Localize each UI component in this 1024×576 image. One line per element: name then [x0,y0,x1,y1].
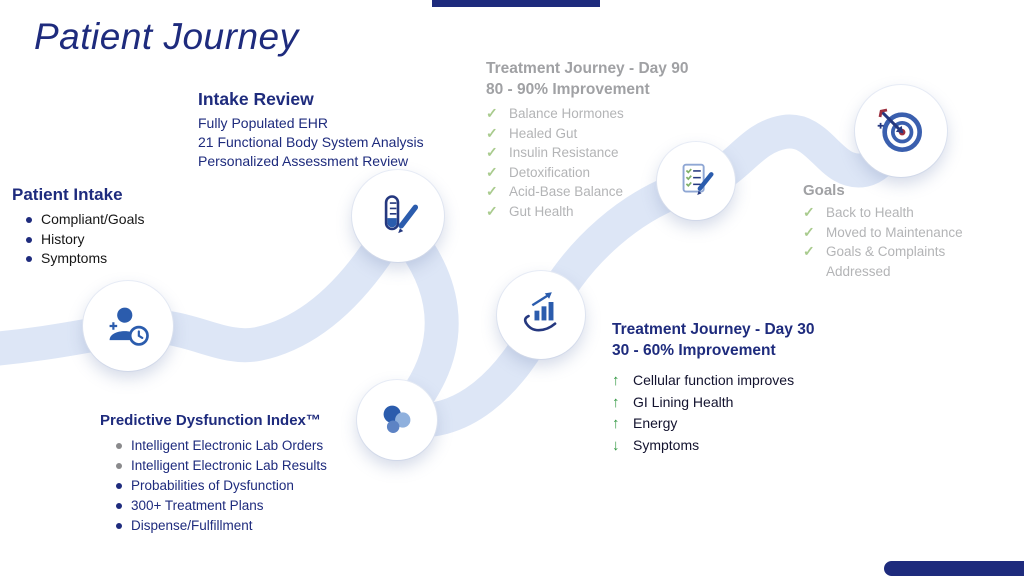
list-item: 300+ Treatment Plans [100,496,400,516]
day30-heading: Treatment Journey - Day 30 [612,321,815,338]
pdi-heading: Predictive Dysfunction Index™ [100,412,321,429]
bullet-icon [116,503,122,509]
page-title: Patient Journey [34,16,299,57]
section-patient-intake: Patient Intake Compliant/Goals History S… [12,185,207,269]
list-item: Fully Populated EHR [198,115,328,131]
list-item: ✓ Moved to Maintenance [803,223,981,243]
node-day30 [497,271,585,359]
target-dart-icon [877,108,922,152]
list-item: History [12,230,207,250]
patient-icon [109,307,149,346]
list-item: ↑ GI Lining Health [612,393,734,411]
bullet-icon [116,523,122,529]
top-accent-bar [432,0,600,7]
section-day90: Treatment Journey - Day 90 80 - 90% Impr… [486,59,726,221]
list-item: ✓ Healed Gut [486,124,726,144]
hand-growth-chart-icon [523,292,557,332]
check-icon: ✓ [486,202,498,219]
day30-subheading: 30 - 60% Improvement [612,342,776,359]
up-arrow-icon: ↑ [612,393,620,411]
section-intake-review: Intake Review Fully Populated EHR 21 Fun… [198,89,466,171]
patient-intake-heading: Patient Intake [12,185,123,204]
checklist-pencil-icon [682,163,714,195]
list-item: ✓ Balance Hormones [486,104,726,124]
node-pdi [357,380,437,460]
day90-subheading: 80 - 90% Improvement [486,80,650,98]
section-pdi: Predictive Dysfunction Index™ Intelligen… [100,412,400,536]
check-icon: ✓ [486,144,498,160]
test-tube-pencil-icon [384,195,419,234]
intake-review-heading: Intake Review [198,89,314,109]
goals-heading: Goals [803,182,845,199]
list-item: ↑ Cellular function improves [612,372,795,389]
check-icon: ✓ [486,105,498,121]
check-icon: ✓ [486,183,498,199]
up-arrow-icon: ↑ [612,415,620,432]
bullet-icon [116,483,122,489]
molecules-icon [383,405,411,433]
list-item: ✓ Gut Health [486,202,726,222]
list-item: Probabilities of Dysfunction [100,476,400,496]
list-item: ✓ Back to Health [803,203,981,223]
node-intake-review [352,170,444,262]
list-item: ✓ Detoxification [486,163,726,183]
list-item: ✓ Acid-Base Balance [486,182,726,202]
list-item: Intelligent Electronic Lab Orders [100,436,400,456]
down-arrow-icon: ↓ [612,436,620,454]
day90-heading: Treatment Journey - Day 90 [486,60,689,77]
list-item: ↓ Symptoms [612,436,700,454]
list-item: Compliant/Goals [12,210,207,230]
check-icon: ✓ [486,124,498,141]
node-day90 [657,142,735,220]
node-patient-intake [83,281,173,371]
bullet-icon [26,236,32,243]
list-item: ✓ Insulin Resistance [486,143,726,163]
bullet-icon [116,463,122,469]
list-item: Personalized Assessment Review [198,153,409,169]
list-item: 21 Functional Body System Analysis [198,134,424,150]
list-item: ↑ Energy [612,415,678,432]
bullet-icon [26,256,32,262]
bullet-icon [116,443,122,449]
list-item: Symptoms [12,249,207,269]
bullet-icon [26,217,32,223]
node-goals [855,85,947,177]
check-icon: ✓ [803,243,815,259]
check-icon: ✓ [486,163,498,180]
bottom-accent-bar [884,561,1024,576]
check-icon: ✓ [803,204,815,220]
check-icon: ✓ [803,223,815,240]
list-item: Intelligent Electronic Lab Results [100,456,400,476]
section-goals: Goals ✓ Back to Health ✓ Moved to Mainte… [803,182,981,281]
list-item: ✓ Goals & Complaints Addressed [803,243,946,279]
up-arrow-icon: ↑ [612,372,620,389]
list-item: Dispense/Fulfillment [100,516,400,536]
section-day30: Treatment Journey - Day 30 30 - 60% Impr… [612,319,882,456]
